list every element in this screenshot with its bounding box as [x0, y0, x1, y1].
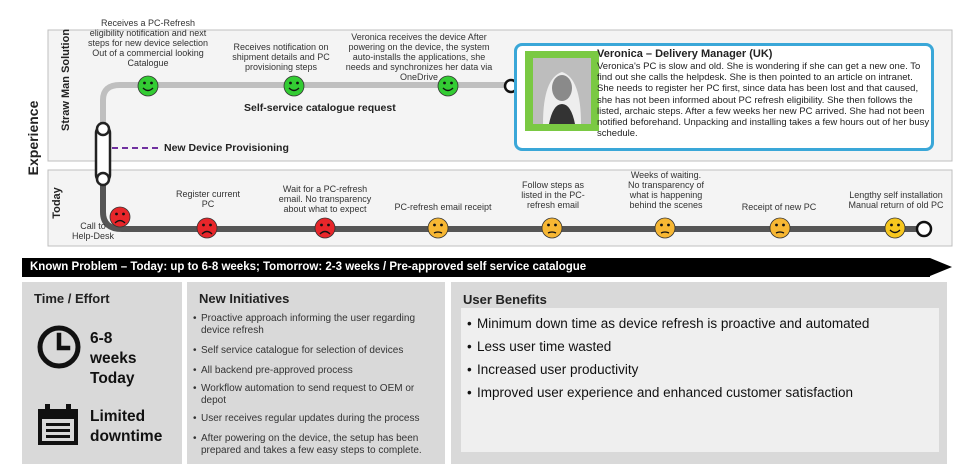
user-benefits-title: User Benefits: [463, 292, 547, 307]
benefit-item: Minimum down time as device refresh is p…: [467, 316, 869, 331]
benefit-item: Increased user productivity: [467, 362, 638, 377]
clock-icon: [37, 325, 81, 369]
initiative-item: Workflow automation to send request to O…: [193, 383, 439, 407]
sad-face-icon: [314, 217, 336, 239]
duration-line-3: Today: [90, 370, 135, 387]
emotion-faces: [109, 75, 906, 239]
new-initiatives-panel: New Initiatives Proactive approach infor…: [187, 282, 445, 464]
initiative-item: After powering on the device, the setup …: [193, 433, 439, 457]
downtime-line-2: downtime: [90, 428, 163, 445]
user-benefits-panel: User Benefits Minimum down time as devic…: [451, 282, 947, 464]
straw-step-2-label: Receives notification on shipment detail…: [232, 42, 330, 72]
persona-name: Veronica – Delivery Manager (UK): [597, 48, 773, 60]
initiative-item: All backend pre-approved process: [193, 365, 439, 377]
time-effort-panel: Time / Effort 6-8 weeks Today Limited do…: [22, 282, 182, 464]
sad-face-icon: [109, 206, 131, 228]
person-icon: [533, 58, 591, 124]
experience-label: Experience: [25, 100, 41, 176]
smiley-face-icon: [884, 217, 906, 239]
banner-arrow-icon: [930, 258, 952, 276]
persona-story: Veronica's PC is slow and old. She is wo…: [597, 61, 930, 140]
new-initiatives-title: New Initiatives: [199, 291, 290, 306]
smiley-face-icon: [283, 75, 305, 97]
neutral-face-icon: [654, 217, 676, 239]
downtime-line-1: Limited: [90, 408, 146, 425]
today-step-4-label: PC-refresh email receipt: [394, 202, 492, 212]
time-effort-title: Time / Effort: [34, 291, 110, 306]
today-step-7-label: Receipt of new PC: [741, 202, 817, 212]
initiative-item: User receives regular updates during the…: [193, 413, 439, 425]
sad-face-icon: [196, 217, 218, 239]
benefits-box: Minimum down time as device refresh is p…: [461, 308, 939, 452]
initiative-item: Self service catalogue for selection of …: [193, 345, 439, 357]
calendar-icon: [38, 404, 78, 445]
benefit-item: Less user time wasted: [467, 339, 611, 354]
today-step-6-label: Weeks of waiting. No transparency of wha…: [627, 170, 705, 210]
today-lane-label: Today: [51, 187, 63, 219]
smiley-face-icon: [137, 75, 159, 97]
neutral-face-icon: [541, 217, 563, 239]
connector-node-top: [95, 121, 111, 137]
today-step-2-label: Register current PC: [175, 189, 241, 209]
today-end-node: [915, 220, 933, 238]
persona-photo: [525, 51, 599, 131]
benefit-item: Improved user experience and enhanced cu…: [467, 385, 853, 400]
neutral-face-icon: [769, 217, 791, 239]
duration-line-2: weeks: [90, 350, 137, 367]
connector-node-bottom: [95, 171, 111, 187]
smiley-face-icon: [437, 75, 459, 97]
today-step-3-label: Wait for a PC-refresh email. No transpar…: [278, 184, 372, 214]
straw-step-1-label: Receives a PC-Refresh eligibility notifi…: [87, 18, 209, 68]
today-step-5-label: Follow steps as listed in the PC-refresh…: [521, 180, 585, 210]
neutral-face-icon: [427, 217, 449, 239]
straw-man-track: [100, 82, 510, 128]
straw-man-lane-label: Straw Man Solution: [60, 28, 72, 131]
initiative-item: Proactive approach informing the user re…: [193, 313, 439, 337]
self-service-label: Self-service catalogue request: [244, 102, 396, 114]
new-device-label: New Device Provisioning: [164, 142, 289, 154]
known-problem-banner: Known Problem – Today: up to 6-8 weeks; …: [22, 258, 930, 277]
duration-line-1: 6-8: [90, 330, 113, 347]
today-track: [100, 180, 920, 232]
today-step-1-label: Call to Help-Desk: [72, 221, 115, 241]
today-step-8-label: Lengthy self installation Manual return …: [848, 190, 944, 210]
straw-step-3-label: Veronica receives the device After power…: [345, 32, 493, 82]
persona-card: Veronica – Delivery Manager (UK) Veronic…: [514, 43, 934, 151]
